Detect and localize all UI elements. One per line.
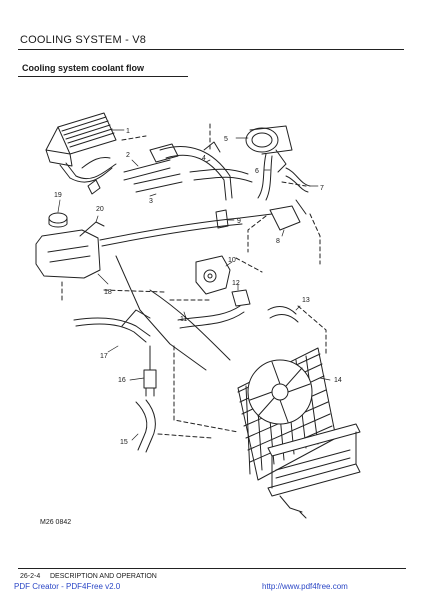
bleed-pipes	[99, 213, 273, 371]
callout-2: 2	[126, 152, 130, 159]
callout-4: 4	[202, 155, 206, 162]
callout-14: 14	[334, 377, 342, 384]
throttle-body	[245, 125, 293, 173]
header-rule	[18, 49, 404, 50]
callout-17: 17	[100, 353, 108, 360]
callout-8: 8	[276, 238, 280, 245]
lower-hoses	[73, 309, 151, 343]
lower-radiator-hose	[135, 399, 156, 453]
page-number: 26-2-4	[20, 573, 41, 580]
callout-10: 10	[228, 257, 236, 264]
pdf4free-link[interactable]: http://www.pdf4free.com	[262, 582, 348, 591]
oil-cooler	[267, 423, 361, 519]
callout-11: 11	[180, 316, 187, 323]
hose-8	[269, 199, 307, 231]
callout-1: 1	[126, 128, 130, 135]
valve-9	[215, 209, 229, 229]
callout-labels: 1 2 3 4 5 6 7 8 9 10 11 12 13 14 15 16 1…	[54, 128, 342, 446]
bottom-hose	[177, 305, 245, 329]
callout-3: 3	[149, 198, 153, 205]
callout-7: 7	[320, 185, 324, 192]
section-rule	[18, 76, 188, 77]
heater-hoses	[69, 157, 117, 195]
hose-4	[159, 141, 253, 201]
page-header-title: COOLING SYSTEM - V8	[20, 34, 147, 46]
hose-2-3	[123, 143, 183, 193]
expansion-tank	[35, 212, 105, 279]
coolant-flow-diagram: 1 2 3 4 5 6 7 8 9 10 11 12 13 14 15 16 1…	[35, 112, 361, 519]
callout-5: 5	[224, 136, 228, 143]
callout-13: 13	[302, 297, 310, 304]
callout-15: 15	[120, 439, 128, 446]
figure-reference: M26 0842	[40, 519, 72, 526]
callout-6: 6	[255, 168, 259, 175]
footer-section-text: DESCRIPTION AND OPERATION	[50, 573, 157, 580]
callout-9: 9	[237, 218, 241, 225]
top-hose	[267, 306, 299, 323]
drain-valve	[143, 345, 157, 397]
callout-18: 18	[104, 289, 112, 296]
radiator	[237, 347, 337, 481]
callout-19: 19	[54, 192, 62, 199]
section-title: Cooling system coolant flow	[22, 63, 145, 73]
callout-16: 16	[118, 377, 126, 384]
flow-paths	[61, 123, 327, 439]
footer-rule	[18, 568, 406, 569]
thermostat	[231, 289, 251, 307]
leader-lines	[57, 129, 331, 441]
pdf-creator-label: PDF Creator - PDF4Free v2.0	[14, 582, 121, 591]
callout-12: 12	[232, 280, 240, 287]
water-pump	[195, 255, 231, 295]
heater-matrix	[45, 112, 117, 179]
callout-20: 20	[96, 206, 104, 213]
